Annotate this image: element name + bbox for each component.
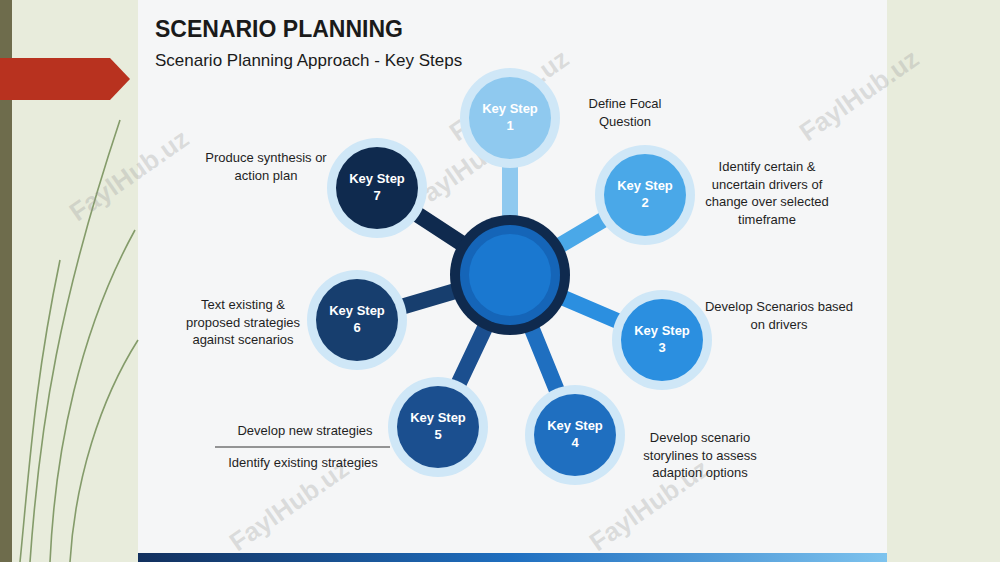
step-label: Key Step 6 [327,303,387,337]
slide-title: SCENARIO PLANNING [155,16,403,43]
key-step-circle: Key Step 3Develop Scenarios based on dri… [621,299,703,381]
key-step-circle: Key Step 2Identify certain & uncertain d… [604,154,686,236]
slide-subtitle: Scenario Planning Approach - Key Steps [155,51,462,71]
watermark: FaylHub.uz [794,43,925,148]
step-description: Identify certain & uncertain drivers of … [697,158,837,228]
step-description: Identify existing strategies [208,454,398,472]
step-description: Text existing & proposed strategies agai… [178,296,308,349]
step-label: Key Step 4 [545,418,605,452]
step-description: Define Focal Question [570,95,680,130]
step-description: Produce synthesis or action plan [196,149,336,184]
key-step-circle: Key Step 5Develop new strategiesIdentify… [397,386,479,468]
step-label: Key Step 3 [632,323,692,357]
key-step-circle: Key Step 7Produce synthesis or action pl… [336,147,418,229]
watermark: FaylHub.uz [64,123,195,228]
step-label: Key Step 2 [615,178,675,212]
step-description: Develop new strategies [210,422,400,440]
step-description: Develop Scenarios based on drivers [704,298,854,333]
key-step-circle: Key Step 1Define Focal Question [469,77,551,159]
step-label: Key Step 7 [347,171,407,205]
step-description: Develop scenario storylines to assess ad… [635,429,765,482]
step-label: Key Step 1 [480,101,540,135]
key-step-circle: Key Step 6Text existing & proposed strat… [316,279,398,361]
key-step-circle: Key Step 4Develop scenario storylines to… [534,394,616,476]
step-label: Key Step 5 [408,410,468,444]
